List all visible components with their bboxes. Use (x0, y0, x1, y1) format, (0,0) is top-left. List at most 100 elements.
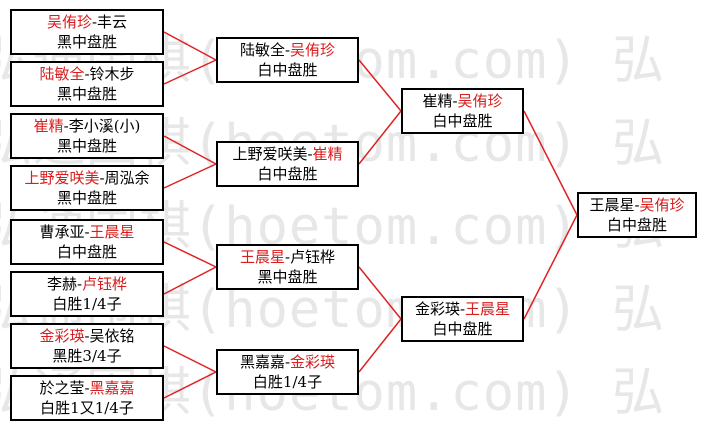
connector-line (163, 345, 217, 373)
match-players: 陆敏全-吴侑珍 (240, 40, 335, 60)
separator: - (84, 327, 90, 345)
separator: - (634, 196, 640, 214)
connector-line (163, 59, 217, 85)
match-result: 白胜1又1/4子 (40, 399, 134, 417)
player-name: 王晨星 (465, 300, 511, 318)
player-name: 崔精 (33, 117, 64, 135)
player-name: 李赫 (46, 275, 77, 293)
player-name: 陆敏全 (39, 65, 85, 83)
match-result: 黑胜3/4子 (52, 347, 122, 365)
player-name: 铃木步 (89, 65, 135, 83)
player-name: 吴侑珍 (290, 41, 336, 59)
separator: - (459, 300, 466, 318)
match-players: 王晨星-卢钰桦 (240, 247, 335, 267)
player-name: 卢钰桦 (82, 275, 128, 293)
connector-line (163, 266, 217, 295)
player-name: 黑嘉嘉 (239, 353, 285, 371)
connector-line (163, 163, 217, 189)
separator: - (84, 65, 90, 83)
match-players: 曹承亚-王晨星 (39, 222, 134, 242)
match-players: 上野爱咲美-崔精 (232, 144, 342, 164)
player-name: 吴侑珍 (639, 196, 685, 214)
match-box-round1: 陆敏全-铃木步 黑中盘胜 (10, 61, 164, 107)
match-players: 陆敏全-铃木步 (39, 64, 134, 84)
match-box-round3: 金彩瑛-王晨星 白中盘胜 (401, 296, 524, 342)
player-name: 上野爱咲美 (232, 145, 308, 163)
match-box-round1: 吴侑珍-丰云 黑中盘胜 (10, 9, 164, 55)
player-name: 李小溪(小) (68, 117, 141, 135)
connector-line (523, 110, 578, 216)
match-box-final: 王晨星-吴侑珍 白中盘胜 (577, 192, 697, 238)
player-name: 上野爱咲美 (24, 169, 100, 187)
player-name: 於之莹 (39, 379, 85, 397)
player-name: 王晨星 (239, 248, 285, 266)
match-players: 上野爱咲美-周泓余 (24, 168, 149, 188)
match-players: 李赫-卢钰桦 (47, 274, 127, 294)
match-result: 黑中盘胜 (56, 85, 117, 103)
separator: - (76, 275, 83, 293)
match-box-round2: 上野爱咲美-崔精 白中盘胜 (216, 141, 359, 187)
connector-line (163, 241, 217, 268)
match-players: 吴侑珍-丰云 (47, 12, 127, 32)
connector-line (358, 266, 402, 320)
match-box-round1: 李赫-卢钰桦 白胜1/4子 (10, 271, 164, 317)
separator: - (307, 145, 313, 163)
player-name: 曹承亚 (39, 223, 85, 241)
match-players: 於之莹-黑嘉嘉 (39, 378, 134, 398)
match-result: 白胜1/4子 (52, 295, 122, 313)
match-box-round1: 曹承亚-王晨星 白中盘胜 (10, 219, 164, 265)
player-name: 吴依铭 (89, 327, 135, 345)
match-box-round2: 黑嘉嘉-金彩瑛 白胜1/4子 (216, 349, 359, 395)
connector-line (163, 371, 217, 399)
player-name: 卢钰桦 (290, 248, 336, 266)
separator: - (84, 379, 90, 397)
separator: - (63, 117, 69, 135)
player-name: 陆敏全 (239, 41, 285, 59)
separator: - (284, 248, 291, 266)
separator: - (84, 223, 90, 241)
match-result: 黑中盘胜 (257, 268, 318, 286)
match-box-round1: 崔精-李小溪(小) 黑中盘胜 (10, 113, 164, 159)
match-box-round1: 金彩瑛-吴依铭 黑胜3/4子 (10, 323, 164, 369)
match-box-round2: 陆敏全-吴侑珍 白中盘胜 (216, 37, 359, 83)
match-players: 崔精-吴侑珍 (422, 91, 502, 111)
player-name: 周泓余 (104, 169, 150, 187)
player-name: 王晨星 (89, 223, 135, 241)
connector-line (523, 214, 578, 320)
match-result: 黑中盘胜 (56, 137, 117, 155)
match-players: 王晨星-吴侑珍 (589, 195, 684, 215)
match-box-round3: 崔精-吴侑珍 白中盘胜 (401, 88, 524, 134)
connector-line (163, 31, 217, 61)
match-result: 白中盘胜 (432, 320, 493, 338)
separator: - (99, 169, 105, 187)
match-result: 白中盘胜 (606, 216, 667, 234)
player-name: 金彩瑛 (39, 327, 85, 345)
match-box-round1: 上野爱咲美-周泓余 黑中盘胜 (10, 165, 164, 211)
player-name: 金彩瑛 (414, 300, 460, 318)
player-name: 金彩瑛 (290, 353, 336, 371)
connector-line (163, 135, 217, 165)
player-name: 王晨星 (589, 196, 635, 214)
separator: - (452, 92, 458, 110)
match-players: 崔精-李小溪(小) (34, 116, 141, 136)
match-players: 金彩瑛-王晨星 (415, 299, 510, 319)
match-result: 白中盘胜 (257, 165, 318, 183)
player-name: 吴侑珍 (457, 92, 503, 110)
connector-line (358, 110, 402, 165)
match-result: 白中盘胜 (56, 243, 117, 261)
separator: - (284, 41, 291, 59)
match-result: 白中盘胜 (257, 61, 318, 79)
match-result: 黑中盘胜 (56, 33, 117, 51)
match-box-round1: 於之莹-黑嘉嘉 白胜1又1/4子 (10, 375, 164, 421)
player-name: 黑嘉嘉 (89, 379, 135, 397)
match-players: 黑嘉嘉-金彩瑛 (240, 352, 335, 372)
match-box-round2: 王晨星-卢钰桦 黑中盘胜 (216, 244, 359, 290)
connector-line (358, 318, 402, 373)
player-name: 丰云 (97, 13, 128, 31)
separator: - (284, 353, 291, 371)
match-result: 白胜1/4子 (252, 373, 323, 391)
connector-line (358, 59, 402, 112)
match-result: 白中盘胜 (432, 112, 493, 130)
separator: - (91, 13, 98, 31)
